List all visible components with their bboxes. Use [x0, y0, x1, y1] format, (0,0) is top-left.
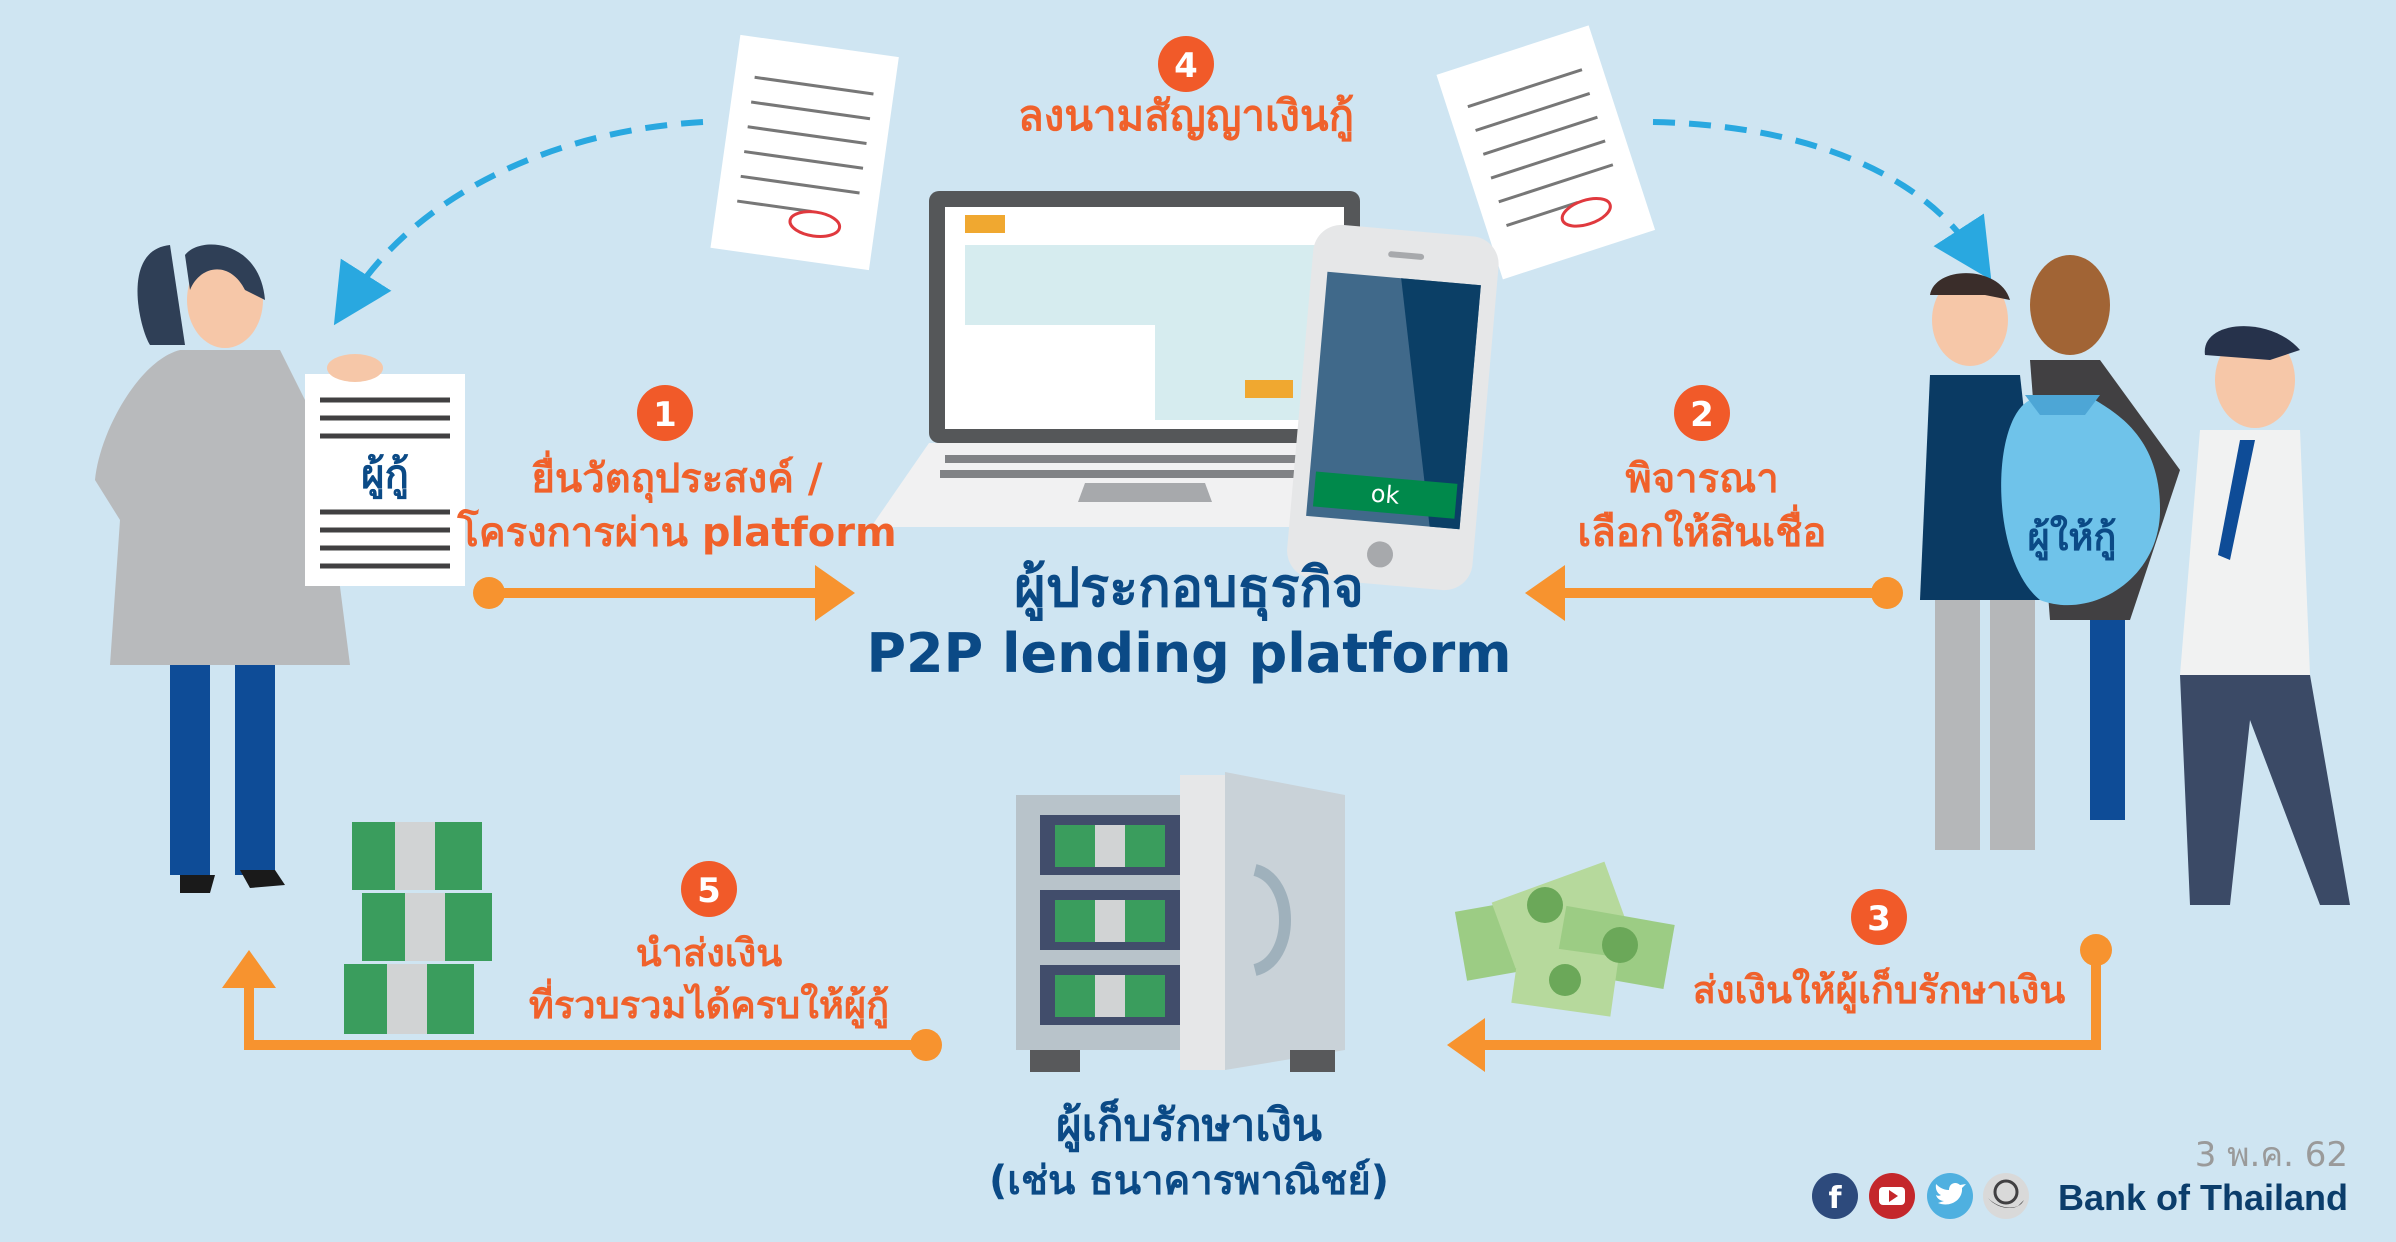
- svg-text:3: 3: [1867, 899, 1891, 939]
- platform-title-en: P2P lending platform: [866, 622, 1511, 685]
- svg-text:2: 2: [1690, 395, 1714, 435]
- step-5-label-line1: นำส่งเงิน: [636, 931, 783, 975]
- arrow-step-5: [222, 950, 942, 1061]
- laptop-illustration: [871, 191, 1360, 527]
- step-2-label-line1: พิจารณา: [1625, 456, 1778, 502]
- svg-text:1: 1: [653, 395, 677, 435]
- facebook-icon[interactable]: f: [1812, 1173, 1858, 1219]
- money-stacks-icon: [344, 822, 492, 1034]
- cash-bills-icon: [1454, 861, 1675, 1017]
- step-5: 5 นำส่งเงิน ที่รวบรวมได้ครบให้ผู้กู้: [529, 861, 889, 1029]
- brand-name: Bank of Thailand: [2058, 1177, 2348, 1218]
- youtube-icon[interactable]: [1869, 1173, 1915, 1219]
- publish-date: 3 พ.ค. 62: [2195, 1135, 2348, 1175]
- money-bag: [2001, 400, 2160, 606]
- custodian-example: (เช่น ธนาคารพาณิชย์): [989, 1158, 1389, 1204]
- smartphone-illustration: ok: [1287, 224, 1499, 591]
- arrow-step-2: [1525, 565, 1903, 621]
- lenders-label: ผู้ให้กู้: [2028, 515, 2117, 561]
- svg-text:5: 5: [697, 871, 721, 911]
- arrow-step-1: [473, 565, 855, 621]
- step-1-label-line1: ยื่นวัตถุประสงค์ /: [531, 450, 822, 504]
- svg-text:4: 4: [1174, 46, 1198, 86]
- twitter-icon[interactable]: [1927, 1173, 1973, 1219]
- svg-text:f: f: [1828, 1181, 1842, 1216]
- custodian-title: ผู้เก็บรักษาเงิน: [1056, 1098, 1322, 1152]
- phone-ok-label: ok: [1370, 479, 1401, 509]
- borrower-label: ผู้กู้: [361, 452, 409, 499]
- step-1: 1 ยื่นวัตถุประสงค์ / โครงการผ่าน platfor…: [456, 385, 897, 556]
- website-globe-icon[interactable]: [1983, 1173, 2029, 1219]
- platform-title-th: ผู้ประกอบธุรกิจ: [1014, 556, 1364, 622]
- step-5-label-line2: ที่รวบรวมได้ครบให้ผู้กู้: [529, 978, 889, 1029]
- contract-document-right: [1436, 25, 1656, 280]
- vault-safe-icon: [1016, 772, 1345, 1072]
- step-3-label: ส่งเงินให้ผู้เก็บรักษาเงิน: [1693, 967, 2066, 1014]
- borrower-illustration: ผู้กู้: [95, 244, 465, 893]
- contract-document-left: [710, 34, 899, 271]
- step-2: 2 พิจารณา เลือกให้สินเชื่อ: [1578, 385, 1827, 556]
- step-4: 4 ลงนามสัญญาเงินกู้: [1018, 36, 1354, 142]
- step-3: 3 ส่งเงินให้ผู้เก็บรักษาเงิน: [1693, 889, 2066, 1014]
- dashed-arrow-to-lenders: [1652, 119, 1992, 281]
- phone-ok-button: [1312, 471, 1458, 519]
- step-2-label-line2: เลือกให้สินเชื่อ: [1578, 504, 1827, 556]
- step-4-label: ลงนามสัญญาเงินกู้: [1018, 91, 1354, 142]
- lenders-illustration: ผู้ให้กู้: [1920, 255, 2350, 905]
- step-1-label-line2: โครงการผ่าน platform: [456, 509, 896, 556]
- borrower-document: [305, 374, 465, 586]
- arrow-step-3: [1447, 934, 2112, 1072]
- dashed-arrow-to-borrower: [333, 119, 704, 326]
